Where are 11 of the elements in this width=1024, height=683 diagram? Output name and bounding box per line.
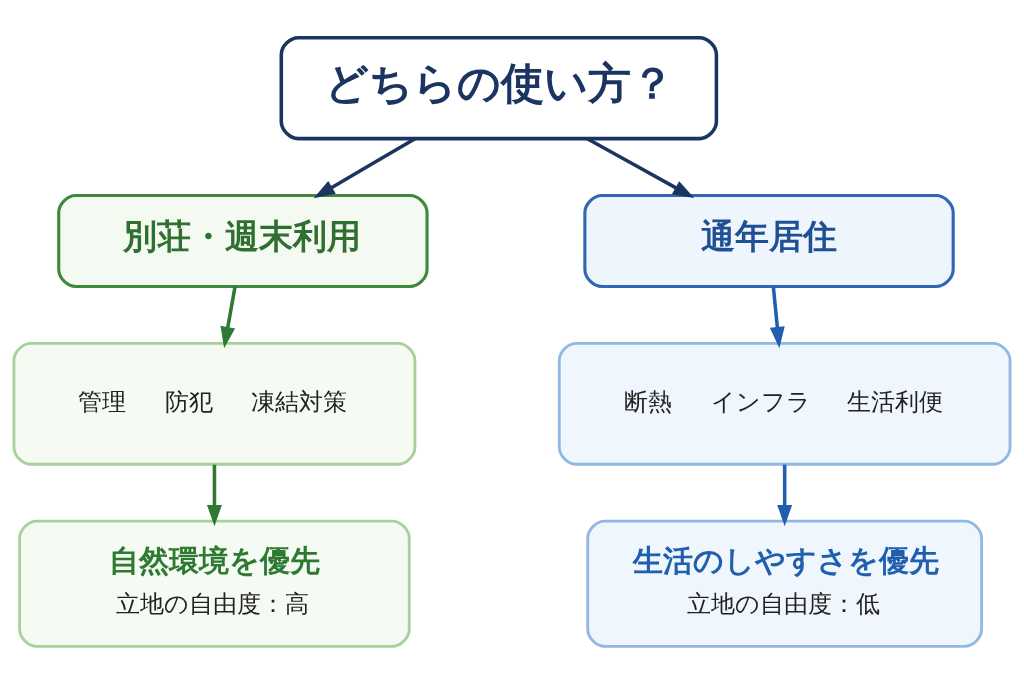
node-box: どちらの使い方？ [279,35,719,140]
node-box: 生活のしやすさを優先 立地の自由度：低 [586,519,984,648]
arrow [777,464,793,526]
node-box: 断熱 インフラ 生活利便 [557,341,1012,466]
node-box: 別荘・週末利用 [57,193,429,288]
arrow [769,285,785,348]
arrow [220,285,237,348]
arrow [206,464,222,526]
node-box: 自然環境を優先 立地の自由度：高 [18,519,411,648]
node-box: 通年居住 [583,193,955,288]
node-box: 管理 防犯 凍結対策 [12,341,417,466]
